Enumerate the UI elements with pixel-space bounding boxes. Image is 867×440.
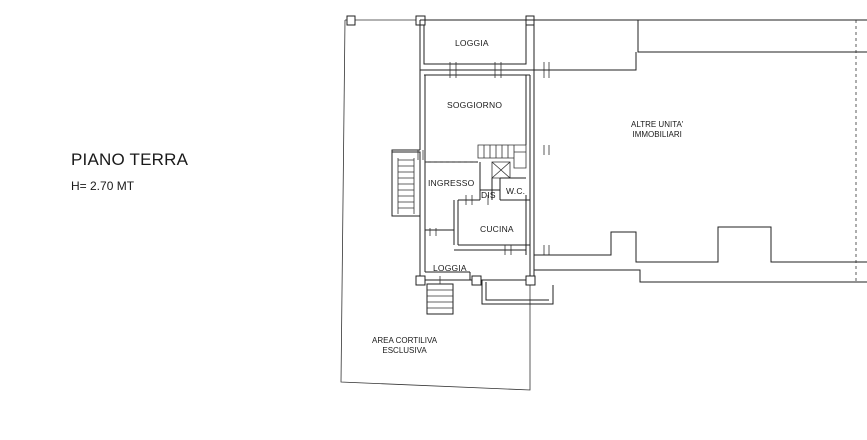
room-label-wc: W.C. <box>506 186 526 196</box>
room-label-soggiorno: SOGGIORNO <box>447 100 503 110</box>
room-label-loggia-top: LOGGIA <box>455 38 489 48</box>
house-right-wall <box>525 20 535 280</box>
stair-landing <box>491 161 511 179</box>
wc-walls <box>458 162 530 201</box>
internal-stair <box>477 144 527 169</box>
kitchen-walls <box>425 229 530 251</box>
area-label-cortiliva: AREA CORTILIVA ESCLUSIVA <box>372 336 437 356</box>
room-label-loggia-bottom: LOGGIA <box>433 263 467 273</box>
post <box>471 275 482 286</box>
loggia-top-walls <box>419 19 535 70</box>
room-label-cucina: CUCINA <box>480 224 514 234</box>
front-stair-steps <box>427 276 453 309</box>
loggia-top-bottom-wall <box>420 69 534 76</box>
floor-title: PIANO TERRA <box>71 150 189 169</box>
area-label-cortile-line2: ESCLUSIVA <box>382 346 427 355</box>
floor-height: H= 2.70 MT <box>71 179 135 193</box>
post <box>525 275 536 286</box>
post <box>346 15 356 26</box>
courtyard-outline <box>340 19 531 391</box>
area-label-altre-line2: IMMOBILIARI <box>632 130 682 139</box>
other-units-outline <box>534 19 867 283</box>
stair-steps-left <box>397 158 415 214</box>
post <box>415 275 426 286</box>
bottom-ramp <box>481 280 554 305</box>
front-stair <box>426 283 454 315</box>
area-label-altre-line1: ALTRE UNITA' <box>631 120 684 129</box>
area-label-cortile-line1: AREA CORTILIVA <box>372 336 438 345</box>
area-label-altre-unita: ALTRE UNITA' IMMOBILIARI <box>631 120 683 140</box>
room-label-dis: DIS <box>481 190 496 200</box>
room-label-ingresso: INGRESSO <box>428 178 475 188</box>
